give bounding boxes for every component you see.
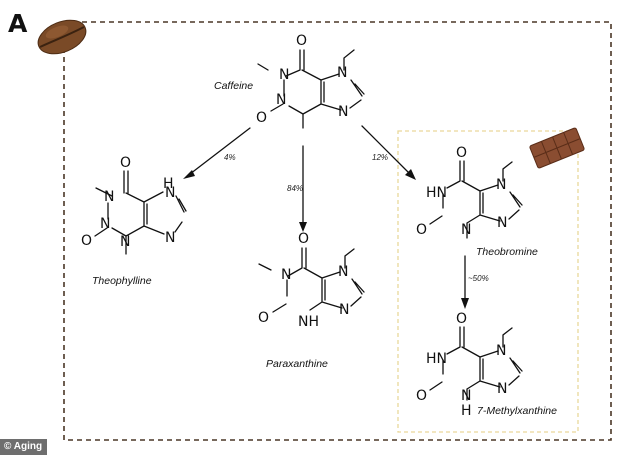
atom-label: N bbox=[100, 216, 110, 232]
atom-label: HN bbox=[426, 185, 447, 201]
atom-label: O bbox=[256, 110, 267, 126]
label-4-percent: 4% bbox=[224, 153, 236, 162]
atom-label: N bbox=[279, 67, 289, 83]
atom-label: O bbox=[296, 33, 307, 49]
methylxanthine-label: 7-Methylxanthine bbox=[477, 405, 557, 417]
caffeine-label: Caffeine bbox=[214, 80, 253, 92]
coffee-bean-icon bbox=[37, 19, 87, 55]
label-50-percent: ~50% bbox=[468, 274, 489, 283]
theobromine-dashed-frame bbox=[397, 130, 579, 433]
atom-label: N bbox=[281, 267, 291, 283]
atom-label: O bbox=[416, 388, 427, 404]
atom-label: O bbox=[120, 155, 131, 171]
atom-label: O bbox=[81, 233, 92, 249]
methylxanthine-structure: HN O O N H N N bbox=[416, 311, 523, 419]
atom-label: O bbox=[298, 231, 309, 247]
panel-label: A bbox=[8, 9, 28, 38]
atom-label: N bbox=[337, 65, 347, 81]
atom-label: N bbox=[461, 222, 471, 238]
theobromine-structure: HN O O N N N bbox=[416, 145, 523, 239]
chocolate-bar-icon bbox=[529, 127, 585, 169]
atom-label: N bbox=[497, 215, 507, 231]
atom-label: O bbox=[416, 222, 427, 238]
atom-label: H bbox=[163, 176, 174, 192]
theobromine-label: Theobromine bbox=[476, 246, 538, 258]
atom-label: N bbox=[276, 92, 286, 108]
atom-label: N bbox=[497, 381, 507, 397]
paraxanthine-label: Paraxanthine bbox=[266, 358, 328, 370]
atom-label: N bbox=[496, 343, 506, 359]
atom-label: NH bbox=[298, 314, 319, 330]
label-12-percent: 12% bbox=[372, 153, 388, 162]
atom-label: N bbox=[338, 104, 348, 120]
atom-label: N bbox=[338, 264, 348, 280]
atom-label: O bbox=[258, 310, 269, 326]
image-credit: © Aging bbox=[0, 439, 48, 455]
atom-label: HN bbox=[426, 351, 447, 367]
caffeine-structure: N O N O N N bbox=[256, 33, 365, 129]
reaction-arrows bbox=[183, 125, 469, 309]
label-84-percent: 84% bbox=[287, 184, 303, 193]
atom-label: H bbox=[461, 403, 472, 419]
outer-dashed-frame bbox=[63, 21, 612, 441]
atom-label: N bbox=[165, 230, 175, 246]
atom-label: N bbox=[339, 302, 349, 318]
atom-label: N bbox=[120, 234, 130, 250]
theophylline-structure: N O N O N H N N bbox=[81, 155, 187, 255]
paraxanthine-structure: N O O NH N N bbox=[258, 231, 365, 330]
atom-label: O bbox=[456, 311, 467, 327]
atom-label: N bbox=[104, 189, 114, 205]
atom-label: N bbox=[496, 177, 506, 193]
theophylline-label: Theophylline bbox=[92, 275, 152, 287]
atom-label: O bbox=[456, 145, 467, 161]
atom-label: N bbox=[165, 185, 175, 201]
atom-label: N bbox=[461, 388, 471, 404]
